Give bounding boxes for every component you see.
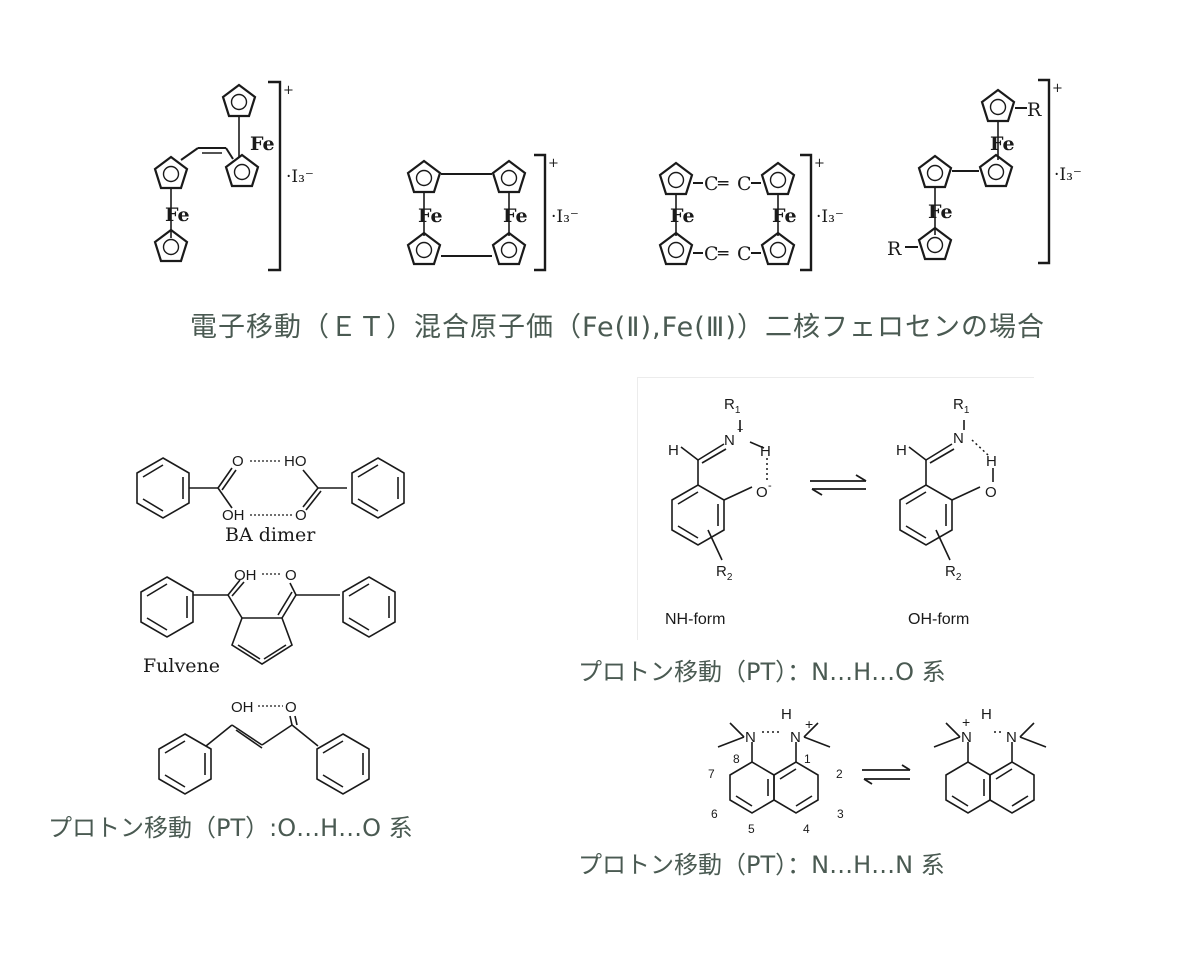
locant: 4: [803, 822, 810, 836]
alkyne-bond: ═: [717, 174, 729, 194]
alkyne-carbon: C: [737, 243, 752, 265]
atom-n: N: [961, 729, 972, 746]
pt-oho-caption: プロトン移動（PT）:O…H…O 系: [48, 814, 413, 842]
atom-o: O: [232, 453, 244, 470]
fe-label: Fe: [250, 133, 275, 155]
atom-oh: OH: [234, 567, 257, 584]
alkyne-carbon: C: [704, 243, 719, 265]
atom-o-minus: O: [756, 484, 768, 501]
atom-h: H: [668, 442, 679, 459]
fe-label: Fe: [503, 205, 528, 227]
atom-o: O: [285, 699, 297, 716]
charge-plus: +: [814, 156, 825, 171]
equilibrium-arrow-nhn: [862, 764, 911, 785]
atom-n: N: [1006, 729, 1017, 746]
alkyne-carbon: C: [704, 173, 719, 195]
proton-sponge-left: N H N + 8 1 7 2 6 3 5 4: [708, 706, 844, 836]
atom-oh: OH: [222, 507, 245, 524]
alkyne-carbon: C: [737, 173, 752, 195]
counter-ion: ·I₃⁻: [816, 207, 844, 227]
atom-n: N: [953, 430, 964, 447]
oh-form-label: OH-form: [908, 611, 969, 628]
nh-form-label: NH-form: [665, 611, 725, 628]
locant: 1: [804, 752, 811, 766]
et-caption: 電子移動（ＥＴ）混合原子価（Fe(Ⅱ),Fe(Ⅲ)）二核フェロセンの場合: [190, 312, 1045, 343]
locant: 8: [733, 752, 740, 766]
fe-label: Fe: [165, 204, 190, 226]
fe-label: Fe: [772, 205, 797, 227]
atom-n: N: [724, 432, 735, 449]
atom-h: H: [760, 443, 771, 460]
locant: 2: [836, 767, 843, 781]
substituent-r: R: [1027, 99, 1042, 121]
o-minus-charge: -: [768, 480, 772, 492]
alkyne-bond: ═: [717, 244, 729, 264]
r2-label: R2: [945, 563, 962, 583]
locant: 5: [748, 822, 755, 836]
fulvene-label: Fulvene: [143, 655, 220, 677]
substituent-r: R: [887, 238, 902, 260]
atom-o: O: [285, 567, 297, 584]
ferrocene-compound-4: R Fe Fe R + ·I₃⁻: [887, 78, 1082, 265]
atom-h: H: [896, 442, 907, 459]
plus-charge: +: [805, 716, 813, 732]
oh-form-structure: H R1 N H O R2 OH-form: [896, 396, 997, 628]
r1-label: R1: [953, 396, 970, 416]
fe-label: Fe: [418, 205, 443, 227]
dibenzoylmethane-enol: OH O: [158, 699, 370, 795]
atom-ho: HO: [284, 453, 307, 470]
locant: 6: [711, 807, 718, 821]
ferrocene-compound-1: Fe Fe + ·I₃⁻: [153, 80, 314, 272]
fulvene: OH O Fulvene: [140, 567, 396, 677]
ba-dimer-label: BA dimer: [225, 524, 316, 546]
atom-n: N: [745, 729, 756, 746]
atom-o: O: [295, 507, 307, 524]
atom-h: H: [781, 706, 792, 723]
atom-oh: OH: [231, 699, 254, 716]
pt-nhn-caption: プロトン移動（PT）：N…H…N 系: [578, 851, 945, 879]
charge-plus: +: [1052, 81, 1063, 96]
charge-plus: +: [283, 83, 294, 98]
fe-label: Fe: [670, 205, 695, 227]
n-plus-charge: +: [737, 424, 743, 436]
nho-panel-background: [637, 377, 1034, 640]
counter-ion: ·I₃⁻: [1054, 165, 1082, 185]
ferrocene-compound-3: C ═ C C ═ C Fe Fe + ·I₃⁻: [658, 153, 844, 272]
charge-plus: +: [548, 156, 559, 171]
r1-label: R1: [724, 396, 741, 416]
fe-label: Fe: [928, 201, 953, 223]
atom-o: O: [985, 484, 997, 501]
atom-n: N: [790, 729, 801, 746]
locant: 3: [837, 807, 844, 821]
proton-sponge-right: N + H N: [933, 706, 1047, 814]
ferrocene-compound-2: Fe Fe + ·I₃⁻: [406, 153, 579, 272]
counter-ion: ·I₃⁻: [551, 207, 579, 227]
fe-label: Fe: [990, 133, 1015, 155]
r2-label: R2: [716, 563, 733, 583]
nh-form-structure: H R1 N + H O - R2 NH-form: [665, 396, 772, 628]
locant: 7: [708, 767, 715, 781]
pt-nho-caption: プロトン移動（PT）：N…H…O 系: [578, 658, 946, 686]
equilibrium-arrow-nho: [810, 474, 867, 496]
plus-charge: +: [962, 714, 970, 730]
atom-h: H: [986, 453, 997, 470]
ba-dimer: O OH HO O BA dimer: [136, 453, 405, 546]
counter-ion: ·I₃⁻: [286, 167, 314, 187]
atom-h: H: [981, 706, 992, 723]
